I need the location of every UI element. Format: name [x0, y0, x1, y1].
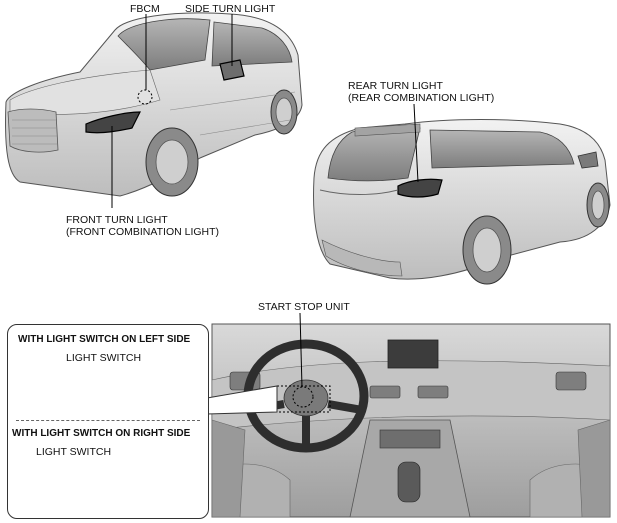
rear-car [313, 119, 611, 285]
front-car-windshield [117, 18, 211, 71]
light-switch-inset: WITH LIGHT SWITCH ON LEFT SIDE LIGHT SWI… [7, 324, 209, 519]
label-front-combination-light: (FRONT COMBINATION LIGHT) [66, 226, 220, 238]
front-car [5, 12, 303, 197]
label-rear-combination-light: (REAR COMBINATION LIGHT) [348, 92, 495, 104]
front-turn-light-shape [85, 111, 141, 134]
side-turn-light-mirror [219, 59, 245, 81]
leader-start-stop-unit [299, 312, 303, 388]
rear-car-side-window [429, 129, 575, 169]
leader-rear-turn-light [413, 103, 419, 183]
center-display [387, 339, 439, 369]
inset-left-side-switch-label: LIGHT SWITCH [66, 352, 142, 364]
label-front-turn-light: FRONT TURN LIGHT [66, 214, 168, 226]
start-stop-unit-marker [292, 386, 314, 408]
label-rear-turn-light: REAR TURN LIGHT [348, 80, 443, 92]
label-start-stop-unit: START STOP UNIT [258, 301, 350, 313]
label-fbcm: FBCM [130, 3, 160, 15]
fbcm-marker [137, 89, 153, 105]
inset-right-side-switch-label: LIGHT SWITCH [36, 446, 112, 458]
inset-left-side-title: WITH LIGHT SWITCH ON LEFT SIDE [18, 334, 191, 345]
leader-lines [111, 14, 419, 388]
rear-turn-light-shape [397, 178, 443, 198]
interior-view [211, 323, 611, 518]
inset-right-side-title: WITH LIGHT SWITCH ON RIGHT SIDE [12, 428, 191, 439]
front-car-grille [7, 108, 59, 153]
callout-wedge [206, 385, 278, 415]
label-side-turn-light: SIDE TURN LIGHT [185, 3, 276, 15]
inset-divider [16, 420, 200, 421]
